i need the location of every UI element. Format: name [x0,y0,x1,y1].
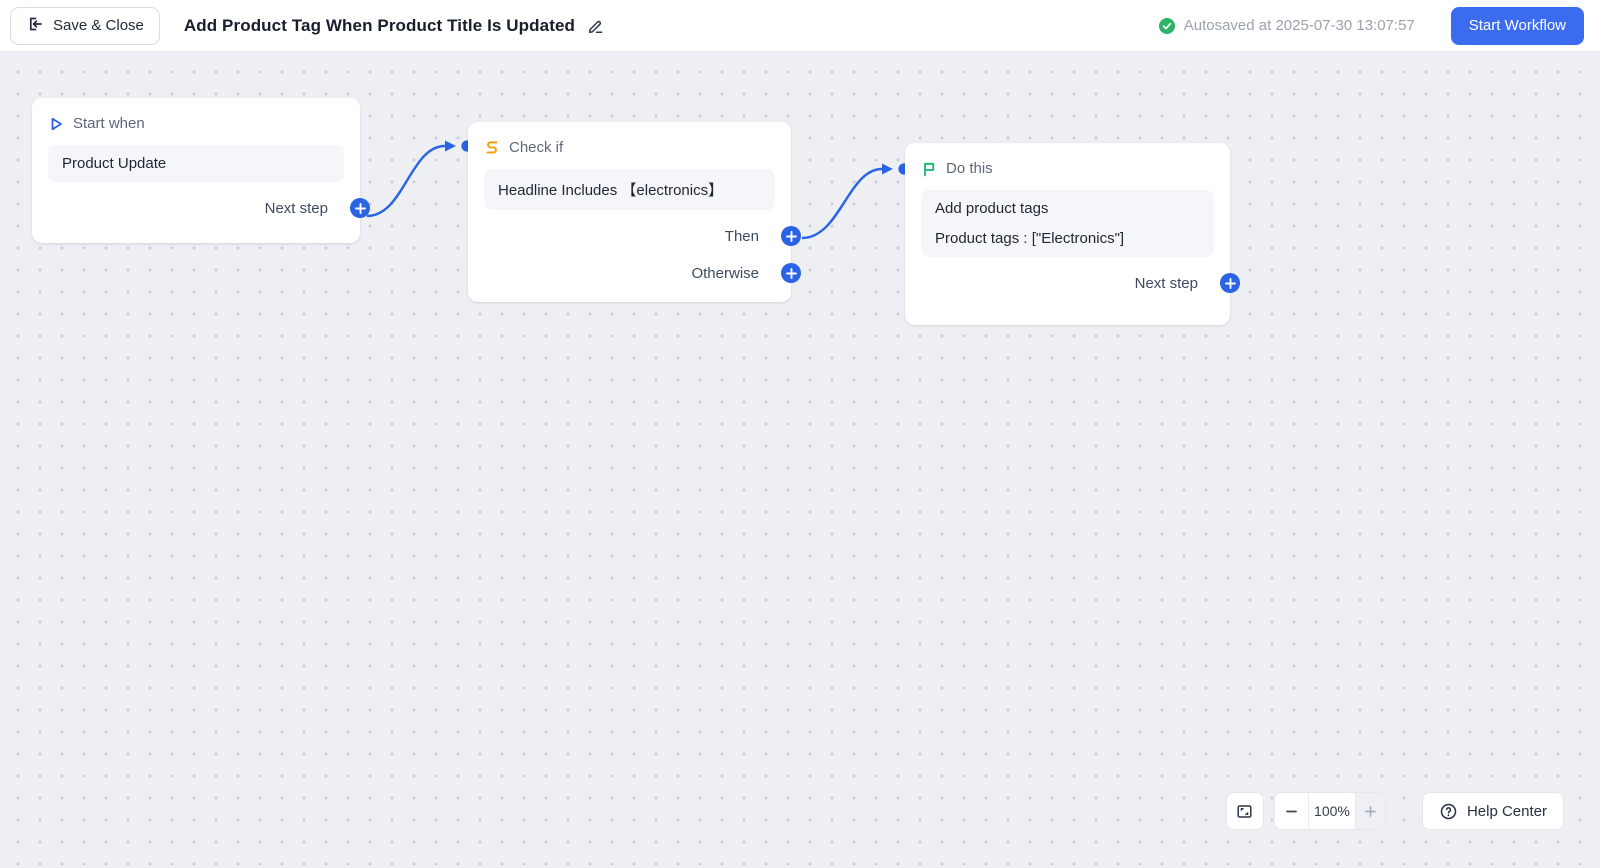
action-detail-field[interactable]: Add product tags Product tags : ["Electr… [921,190,1214,257]
action-next-step-plus-button[interactable] [1220,273,1240,293]
workflow-title-group: Add Product Tag When Product Title Is Up… [184,16,605,36]
help-center-button[interactable]: Help Center [1421,792,1564,830]
edge-then-to-action [801,163,910,240]
trigger-event-value: Product Update [62,155,167,172]
condition-header-label: Check if [509,139,564,156]
action-title: Add product tags [935,200,1049,217]
next-step-label: Next step [1134,274,1198,292]
then-plus-button[interactable] [781,226,801,246]
otherwise-label: Otherwise [691,264,759,282]
action-node-header: Do this [921,160,1214,177]
zoom-out-button[interactable] [1274,793,1309,829]
edit-title-icon[interactable] [586,16,605,35]
fit-view-button[interactable] [1225,792,1264,830]
trigger-node[interactable]: Start when Product Update Next step [32,98,370,243]
exit-icon [26,15,44,37]
autosave-check-icon [1158,17,1176,35]
topbar: Save & Close Add Product Tag When Produc… [0,0,1600,52]
zoom-level-value: 100% [1308,793,1355,829]
canvas-controls: 100% Help Center [1225,792,1564,830]
condition-node-header: Check if [484,139,775,156]
condition-node[interactable]: Check if Headline Includes 【electronics】… [468,122,801,302]
trigger-header-label: Start when [73,115,145,132]
condition-then-row: Then [484,225,801,247]
action-next-step-row: Next step [921,272,1240,294]
help-center-label: Help Center [1466,802,1547,820]
condition-rule-field[interactable]: Headline Includes 【electronics】 [484,169,775,210]
workflow-title: Add Product Tag When Product Title Is Up… [183,15,575,35]
question-icon [1439,802,1458,821]
flag-icon [921,161,937,177]
action-node[interactable]: Do this Add product tags Product tags : … [905,143,1240,325]
play-icon [48,116,64,132]
trigger-next-step-plus-button[interactable] [350,198,370,218]
then-label: Then [724,227,759,245]
branch-icon [484,140,500,156]
start-workflow-button[interactable]: Start Workflow [1450,6,1584,45]
zoom-controls: 100% [1273,792,1386,830]
condition-rule-value: Headline Includes 【electronics】 [498,182,724,199]
next-step-label: Next step [264,199,328,217]
save-close-label: Save & Close [53,17,144,34]
autosave-text: Autosaved at 2025-07-30 13:07:57 [1183,17,1415,34]
trigger-event-field[interactable]: Product Update [48,145,344,182]
otherwise-plus-button[interactable] [781,263,801,283]
zoom-in-button[interactable] [1354,793,1385,829]
autosave-status: Autosaved at 2025-07-30 13:07:57 [1158,17,1415,35]
trigger-node-header: Start when [48,115,344,132]
trigger-next-step-row: Next step [48,197,370,219]
edge-trigger-to-condition [366,140,473,218]
condition-otherwise-row: Otherwise [484,262,801,284]
action-header-label: Do this [946,160,993,177]
action-detail: Product tags : ["Electronics"] [935,230,1125,247]
fit-view-icon [1235,802,1254,821]
save-close-button[interactable]: Save & Close [10,6,160,45]
workflow-canvas[interactable]: Start when Product Update Next step Chec… [0,52,1600,868]
